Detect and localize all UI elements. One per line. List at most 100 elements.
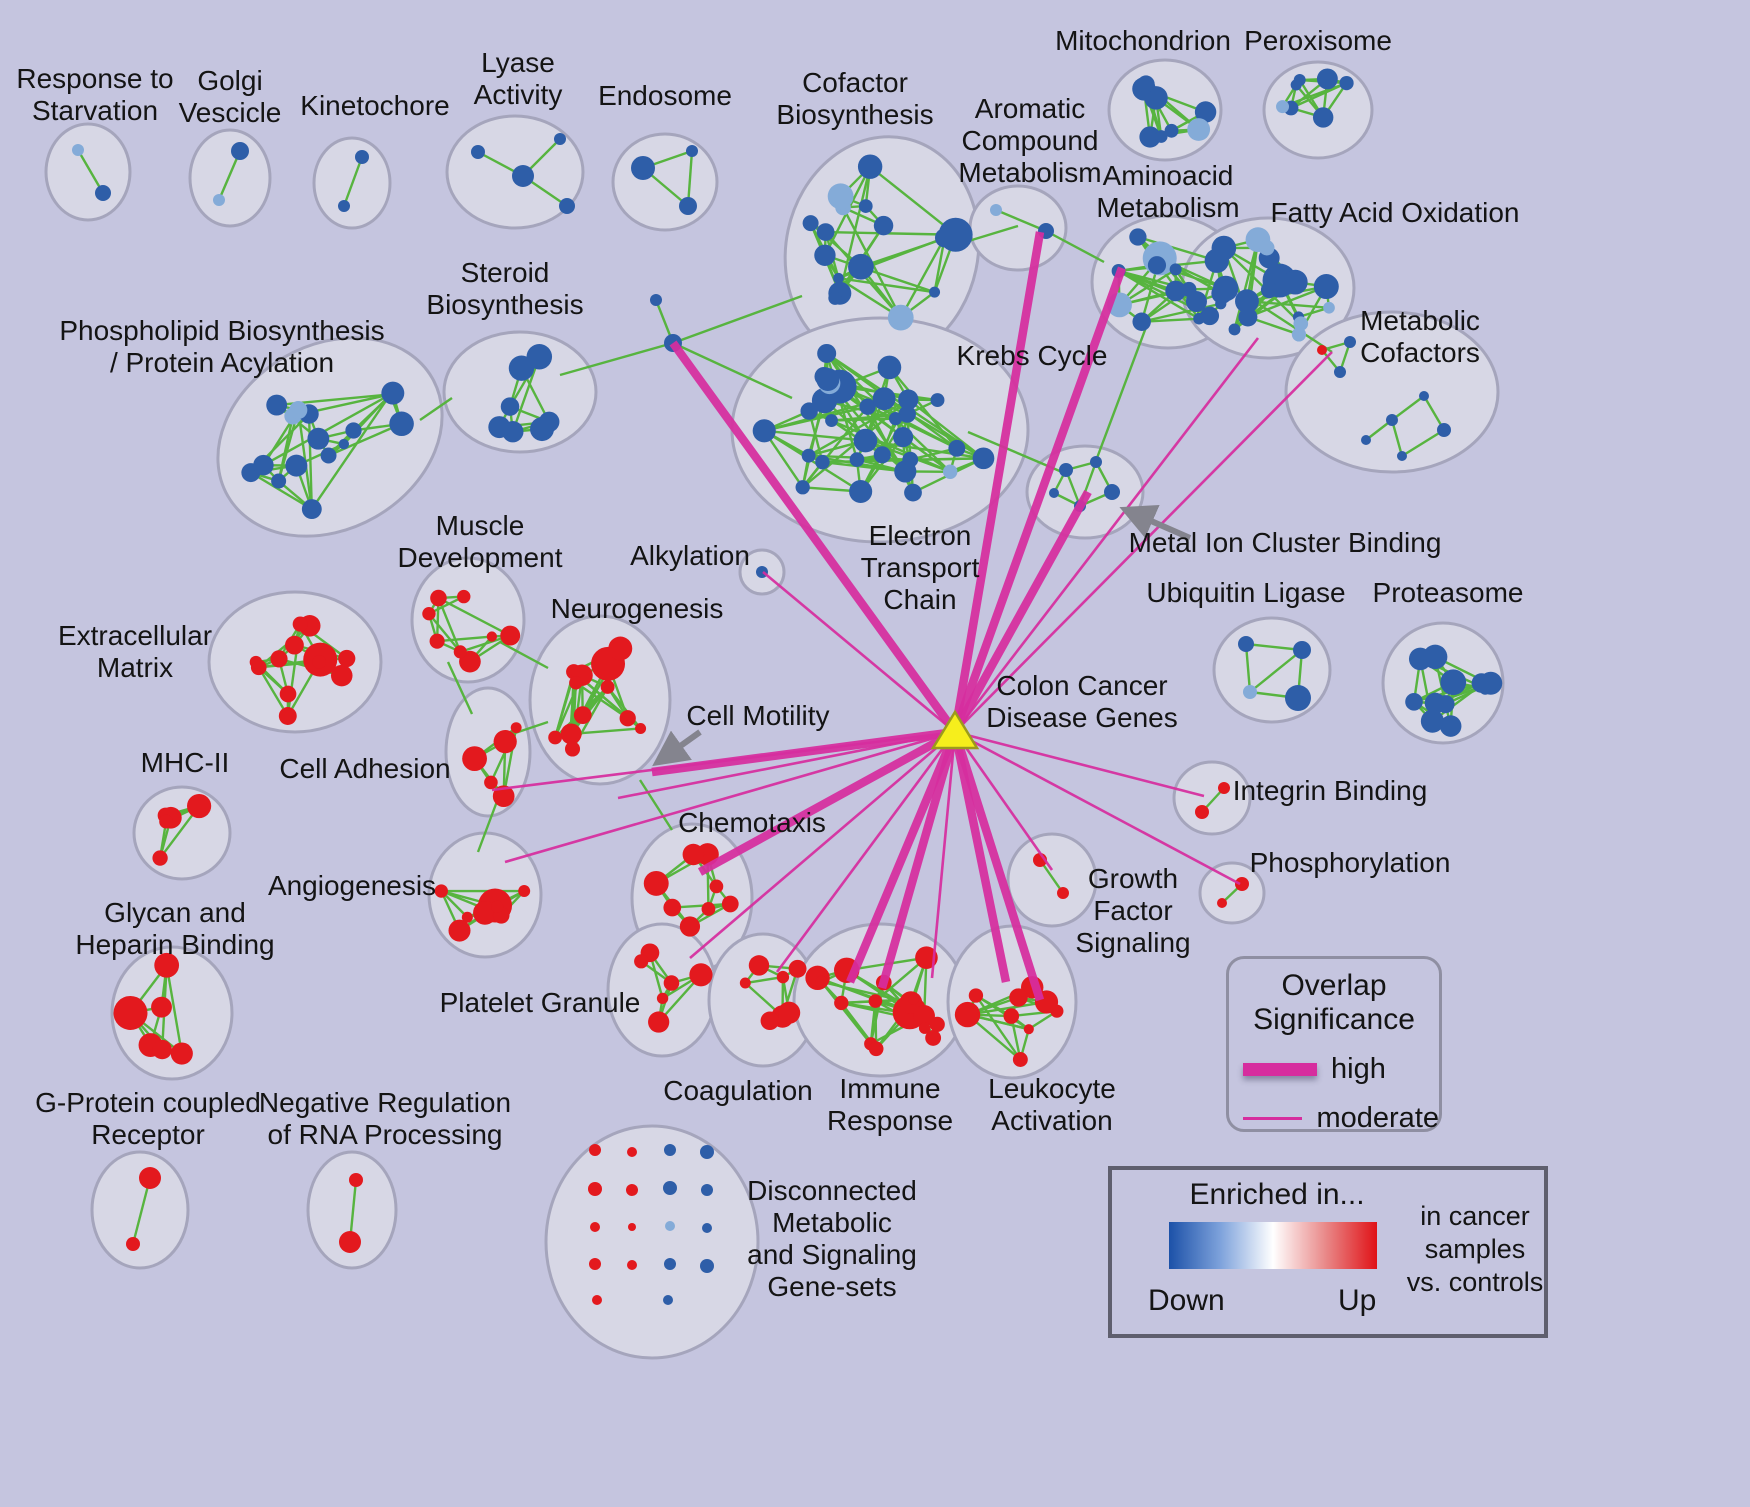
gene-set-node (95, 185, 111, 201)
significance-edge-high (950, 731, 1011, 983)
diagram-label: Matrix (97, 652, 173, 683)
gene-set-node (1339, 75, 1354, 91)
gene-set-node (857, 154, 883, 179)
gene-set-node (1479, 671, 1503, 695)
green-edge (165, 965, 183, 1054)
green-edge (1247, 285, 1327, 319)
gene-set-node (859, 398, 876, 415)
diagram-label: and Signaling (747, 1239, 917, 1270)
gene-set-node (1312, 107, 1334, 128)
gene-set-node (1276, 100, 1290, 114)
green-edge (888, 366, 958, 450)
cluster-blob-growth-factor-signaling (1006, 832, 1098, 928)
diagram-label: Cofactor (802, 67, 908, 98)
green-edge (428, 612, 462, 653)
gene-set-node (748, 955, 770, 976)
diagram-label: Transport (861, 552, 980, 583)
gene-set-node (873, 446, 891, 464)
diagram-label: Starvation (32, 95, 158, 126)
gene-set-node (486, 631, 498, 642)
gene-set-node (381, 381, 405, 405)
green-edge (907, 398, 985, 460)
gene-set-node (739, 977, 751, 989)
gene-set-node (491, 900, 504, 914)
significance-edge-moderate (954, 351, 1333, 733)
high-significance-label: high (1331, 1053, 1386, 1085)
gene-set-node (1397, 451, 1407, 461)
gene-set-node (500, 625, 521, 646)
diagram-label: Phosphorylation (1250, 847, 1451, 878)
diagram-label: Proteasome (1373, 577, 1524, 608)
gene-set-node (1129, 228, 1147, 246)
gene-set-node (626, 1184, 638, 1196)
gene-set-node (752, 419, 776, 443)
gene-set-node (564, 741, 581, 757)
gene-set-node (925, 1030, 942, 1046)
gene-set-node (663, 1181, 677, 1195)
significance-edge-moderate (953, 731, 1054, 871)
gene-set-node (510, 722, 522, 734)
green-edge (974, 994, 1022, 1061)
gene-set-node (484, 775, 498, 790)
diagram-label: Fatty Acid Oxidation (1270, 197, 1519, 228)
green-edge (1290, 81, 1348, 110)
gene-set-node (471, 145, 485, 159)
green-edge (559, 341, 674, 377)
significance-edge-moderate (762, 571, 956, 733)
legend-overlap-title: Overlap Significance (1253, 969, 1415, 1036)
gene-set-node (1139, 126, 1161, 148)
gene-set-node (1228, 323, 1241, 336)
gene-set-node (279, 685, 297, 703)
gene-set-node (628, 1223, 636, 1231)
diagram-label: Integrin Binding (1233, 775, 1428, 806)
diagram-label: Steroid (461, 257, 550, 288)
gene-set-node (1169, 263, 1182, 276)
green-edge (801, 405, 869, 489)
gene-set-node (1057, 887, 1069, 899)
gene-set-node (1217, 898, 1227, 908)
gene-set-node (1293, 641, 1311, 659)
gene-set-node (600, 680, 615, 694)
cluster-blob-g-protein-coupled-receptor (90, 1150, 190, 1270)
diagram-label: Krebs Cycle (957, 340, 1108, 371)
gene-set-node (682, 843, 705, 866)
gene-set-node (709, 879, 724, 894)
gene-set-node (1408, 647, 1432, 671)
gene-set-node (872, 387, 896, 411)
diagram-label: Peroxisome (1244, 25, 1392, 56)
gene-set-node (1023, 1024, 1034, 1035)
gene-set-node (1386, 414, 1398, 426)
gene-set-node (389, 411, 414, 437)
diagram-label: Metabolism (958, 157, 1101, 188)
green-edge (307, 413, 314, 510)
diagram-label: Activation (991, 1105, 1112, 1136)
diagram-label: of RNA Processing (268, 1119, 503, 1150)
gene-set-node (1009, 988, 1028, 1007)
diagram-label: / Protein Acylation (110, 347, 334, 378)
green-edge (446, 661, 474, 715)
gene-set-node (1313, 274, 1339, 300)
gene-set-node (828, 291, 842, 305)
diagram-label: Activity (474, 79, 563, 110)
gene-set-node (648, 1011, 670, 1033)
gene-set-node (457, 589, 471, 604)
gene-set-node (1344, 336, 1356, 348)
green-edge (1244, 643, 1252, 693)
green-edge (257, 624, 311, 669)
diagram-label: Angiogenesis (268, 870, 436, 901)
gene-set-node (1211, 235, 1237, 261)
gene-set-node (560, 723, 582, 745)
gene-set-node (877, 355, 902, 380)
gene-set-node (800, 402, 818, 420)
green-edge (686, 150, 694, 207)
diagram-label: Gene-sets (767, 1271, 896, 1302)
green-edge (995, 208, 1047, 233)
gene-set-node (589, 1258, 601, 1270)
gene-set-node (422, 607, 436, 621)
green-edge (1141, 317, 1200, 323)
green-edge (1391, 395, 1425, 421)
cluster-blob-endosome (611, 132, 719, 232)
gene-set-node (942, 464, 958, 479)
gene-set-node (1235, 289, 1259, 314)
diagram-label: Aromatic (975, 93, 1085, 124)
